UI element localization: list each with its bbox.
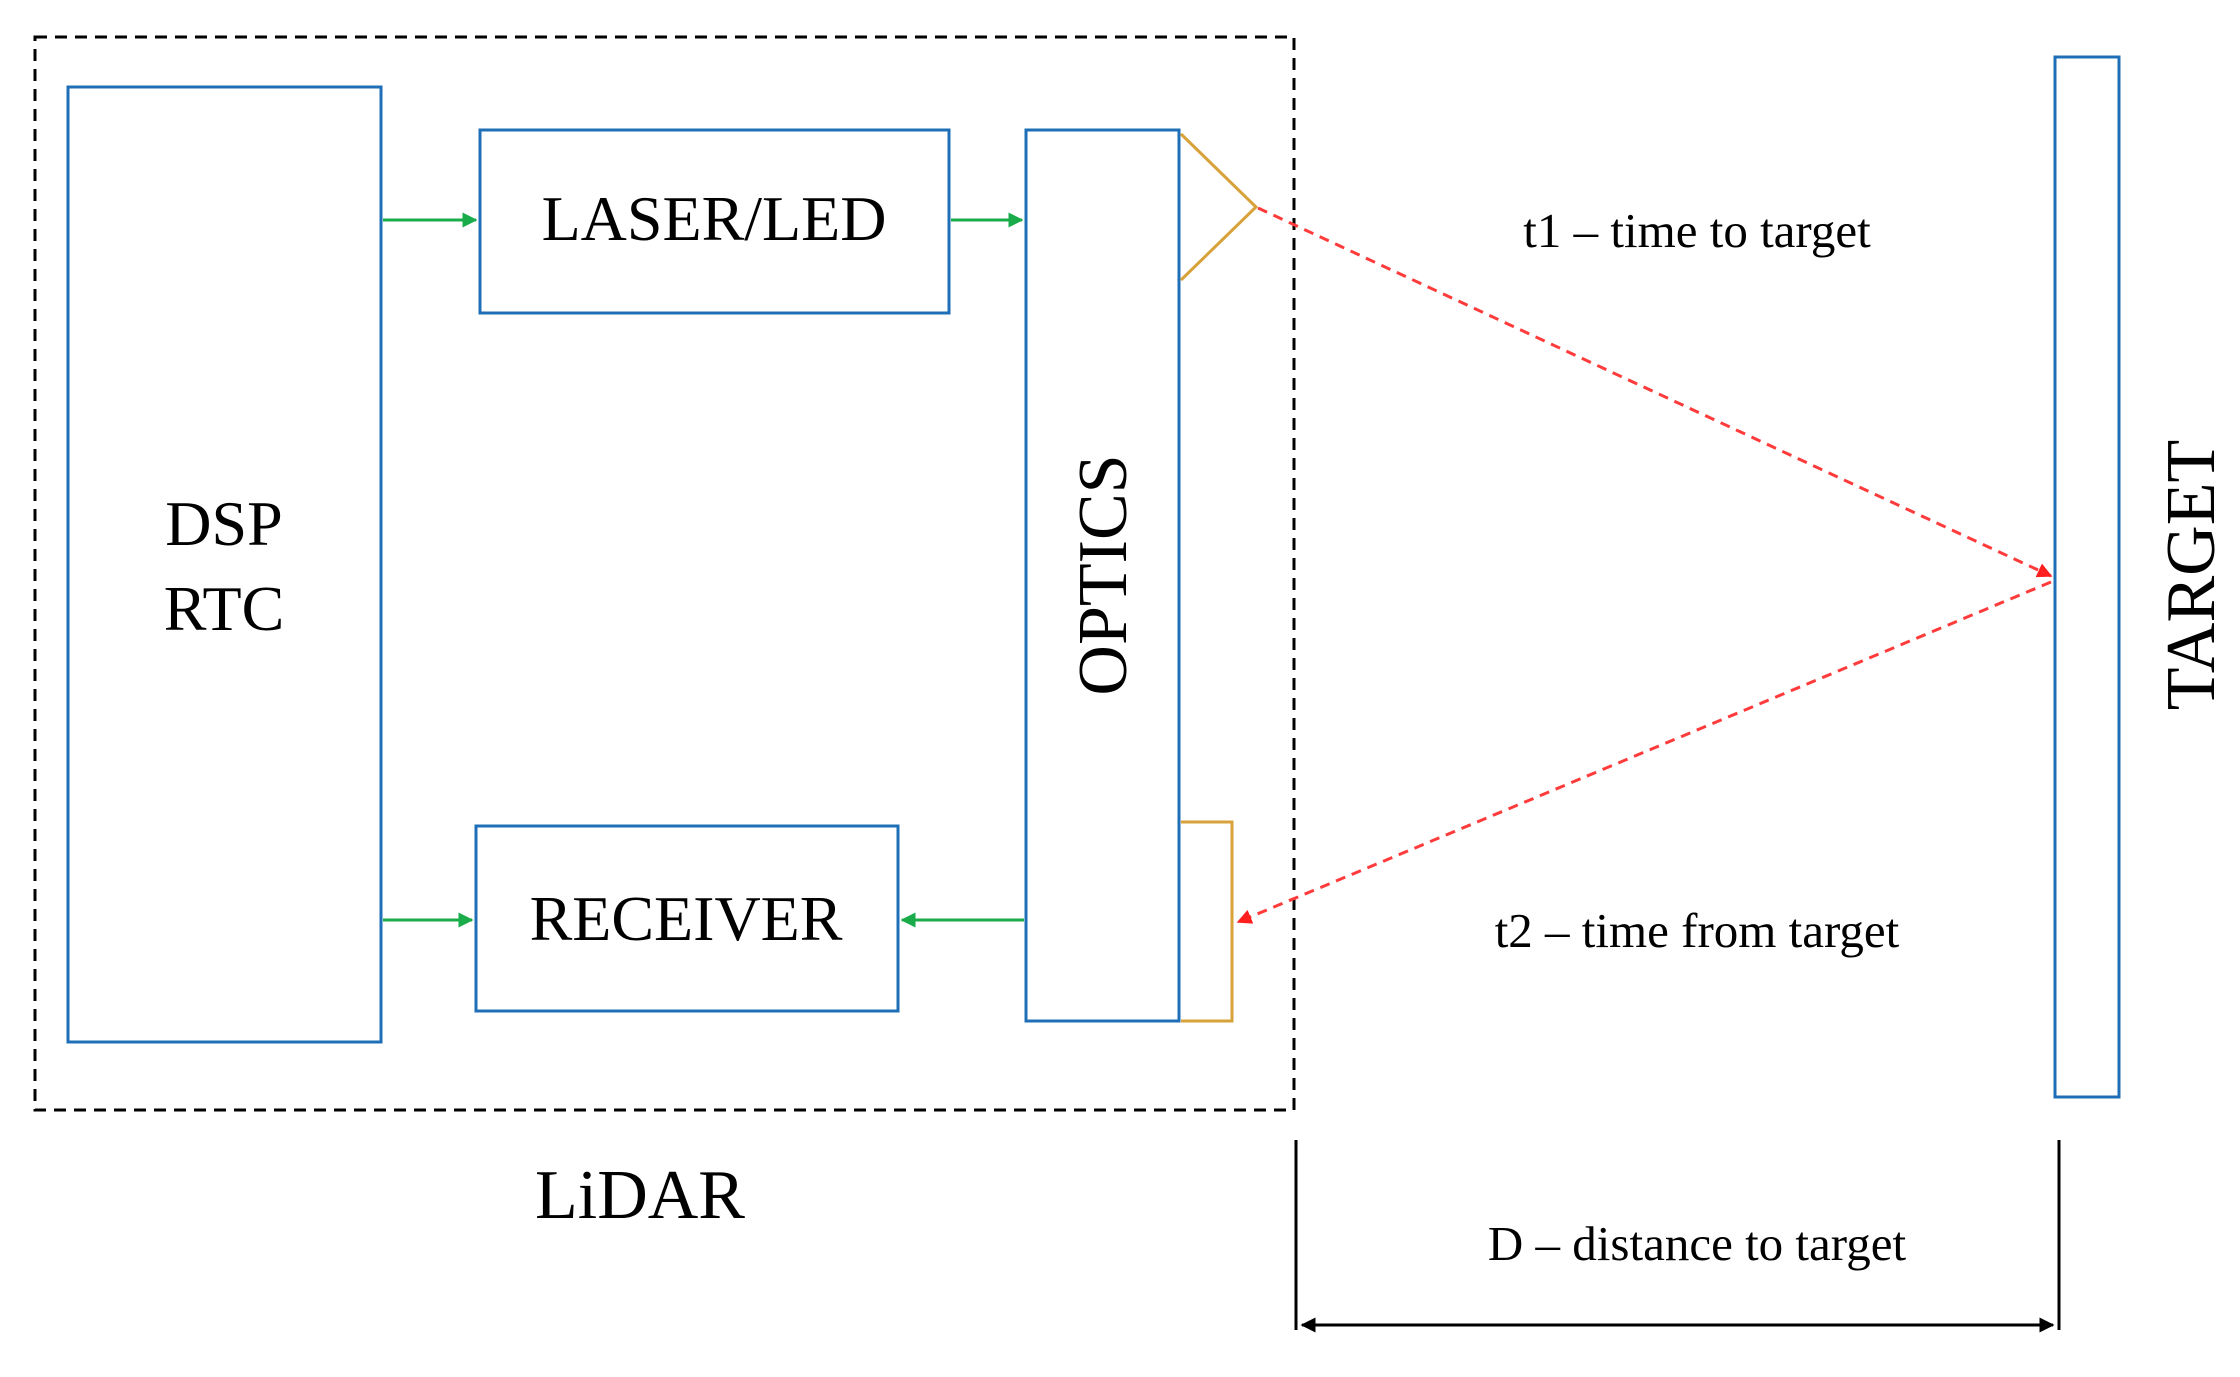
lidar-label: LiDAR <box>535 1157 745 1234</box>
optics-block <box>1024 128 1181 1023</box>
receiver-label: RECEIVER <box>530 883 843 954</box>
dsp-rtc-block <box>66 85 383 1044</box>
rtc-label: RTC <box>164 573 285 644</box>
t1-annotation: t1 – time to target <box>1523 203 1871 258</box>
distance-annotation: D – distance to target <box>1488 1216 1907 1271</box>
receiver-block <box>474 824 900 1013</box>
emitter-lens <box>1179 132 1259 282</box>
return-beam <box>1236 580 2052 924</box>
t2-annotation: t2 – time from target <box>1495 903 1900 958</box>
lidar-boundary <box>33 35 1296 1112</box>
outgoing-beam <box>1257 206 2053 578</box>
target-block <box>2053 55 2121 1099</box>
laser-led-label: LASER/LED <box>542 183 887 254</box>
target-label: TARGET <box>2153 440 2230 710</box>
laser-led-block <box>478 128 951 315</box>
dsp-label: DSP <box>165 488 282 559</box>
receiver-lens <box>1181 820 1234 1023</box>
optics-label: OPTICS <box>1065 454 1142 695</box>
